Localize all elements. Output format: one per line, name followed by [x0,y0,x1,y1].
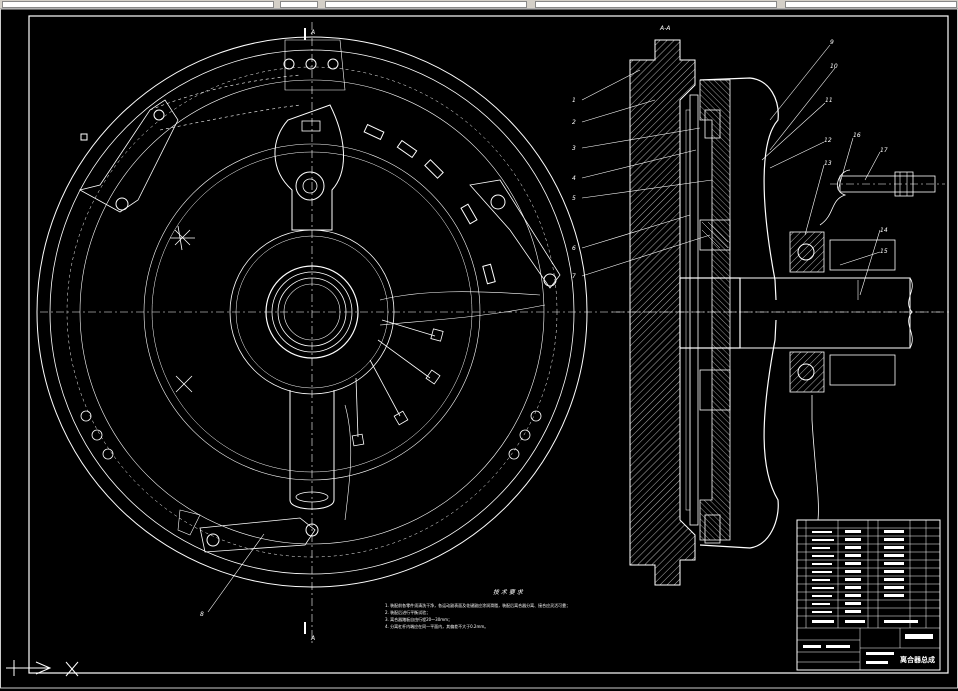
part-label: 4 [572,175,576,182]
technical-requirements: 技 术 要 求 1. 装配前各零件须清洗干净，各运动副表面及花键副应涂润滑脂，装… [385,588,570,629]
toolbar-field[interactable] [280,1,318,8]
title-block: 离合器总成 [796,519,941,671]
tech-req-title: 技 术 要 求 [493,588,524,596]
drawing-frame [28,15,949,674]
part-label: 13 [824,160,832,167]
part-label: 10 [830,63,838,70]
toolbar-field[interactable] [535,1,777,8]
part-label: 14 [880,227,888,234]
part-label: 8 [200,611,204,618]
part-label: 3 [572,145,576,152]
toolbar-field[interactable] [325,1,527,8]
part-label: 16 [853,132,861,139]
toolbar-field[interactable] [785,1,957,8]
tech-req-line: 4. 分离杠杆内端应在同一平面内，其偏差不大于0.2mm。 [385,623,488,629]
front-view: A A [36,22,950,645]
part-label: 9 [830,39,834,46]
part-label: 2 [572,119,576,126]
part-label: 6 [572,245,576,252]
cut-marker-bottom: A [310,635,315,642]
part-label: 7 [572,273,576,280]
section-view-a-a: A-A [572,25,945,586]
section-label: A-A [659,25,670,32]
part-label: 11 [825,97,833,104]
tech-req-line: 1. 装配前各零件须清洗干净，各运动副表面及花键副应涂润滑脂，装配后离合器分离、… [385,602,570,608]
tech-req-line: 3. 离合器踏板自由行程20～30mm； [385,616,452,622]
part-label: 17 [880,147,888,154]
toolbar-field[interactable] [2,1,274,8]
part-label: 12 [824,137,832,144]
part-label: 5 [572,195,576,202]
part-label: 15 [880,248,888,255]
cad-drawing-canvas[interactable]: A A [0,8,958,691]
app-toolbar [0,0,958,9]
cut-marker-top: A [310,29,315,36]
drawing-title: 离合器总成 [900,655,935,664]
part-label: 1 [572,97,576,104]
tech-req-line: 2. 装配后进行平衡试验； [385,609,430,615]
ucs-icon [6,660,79,677]
